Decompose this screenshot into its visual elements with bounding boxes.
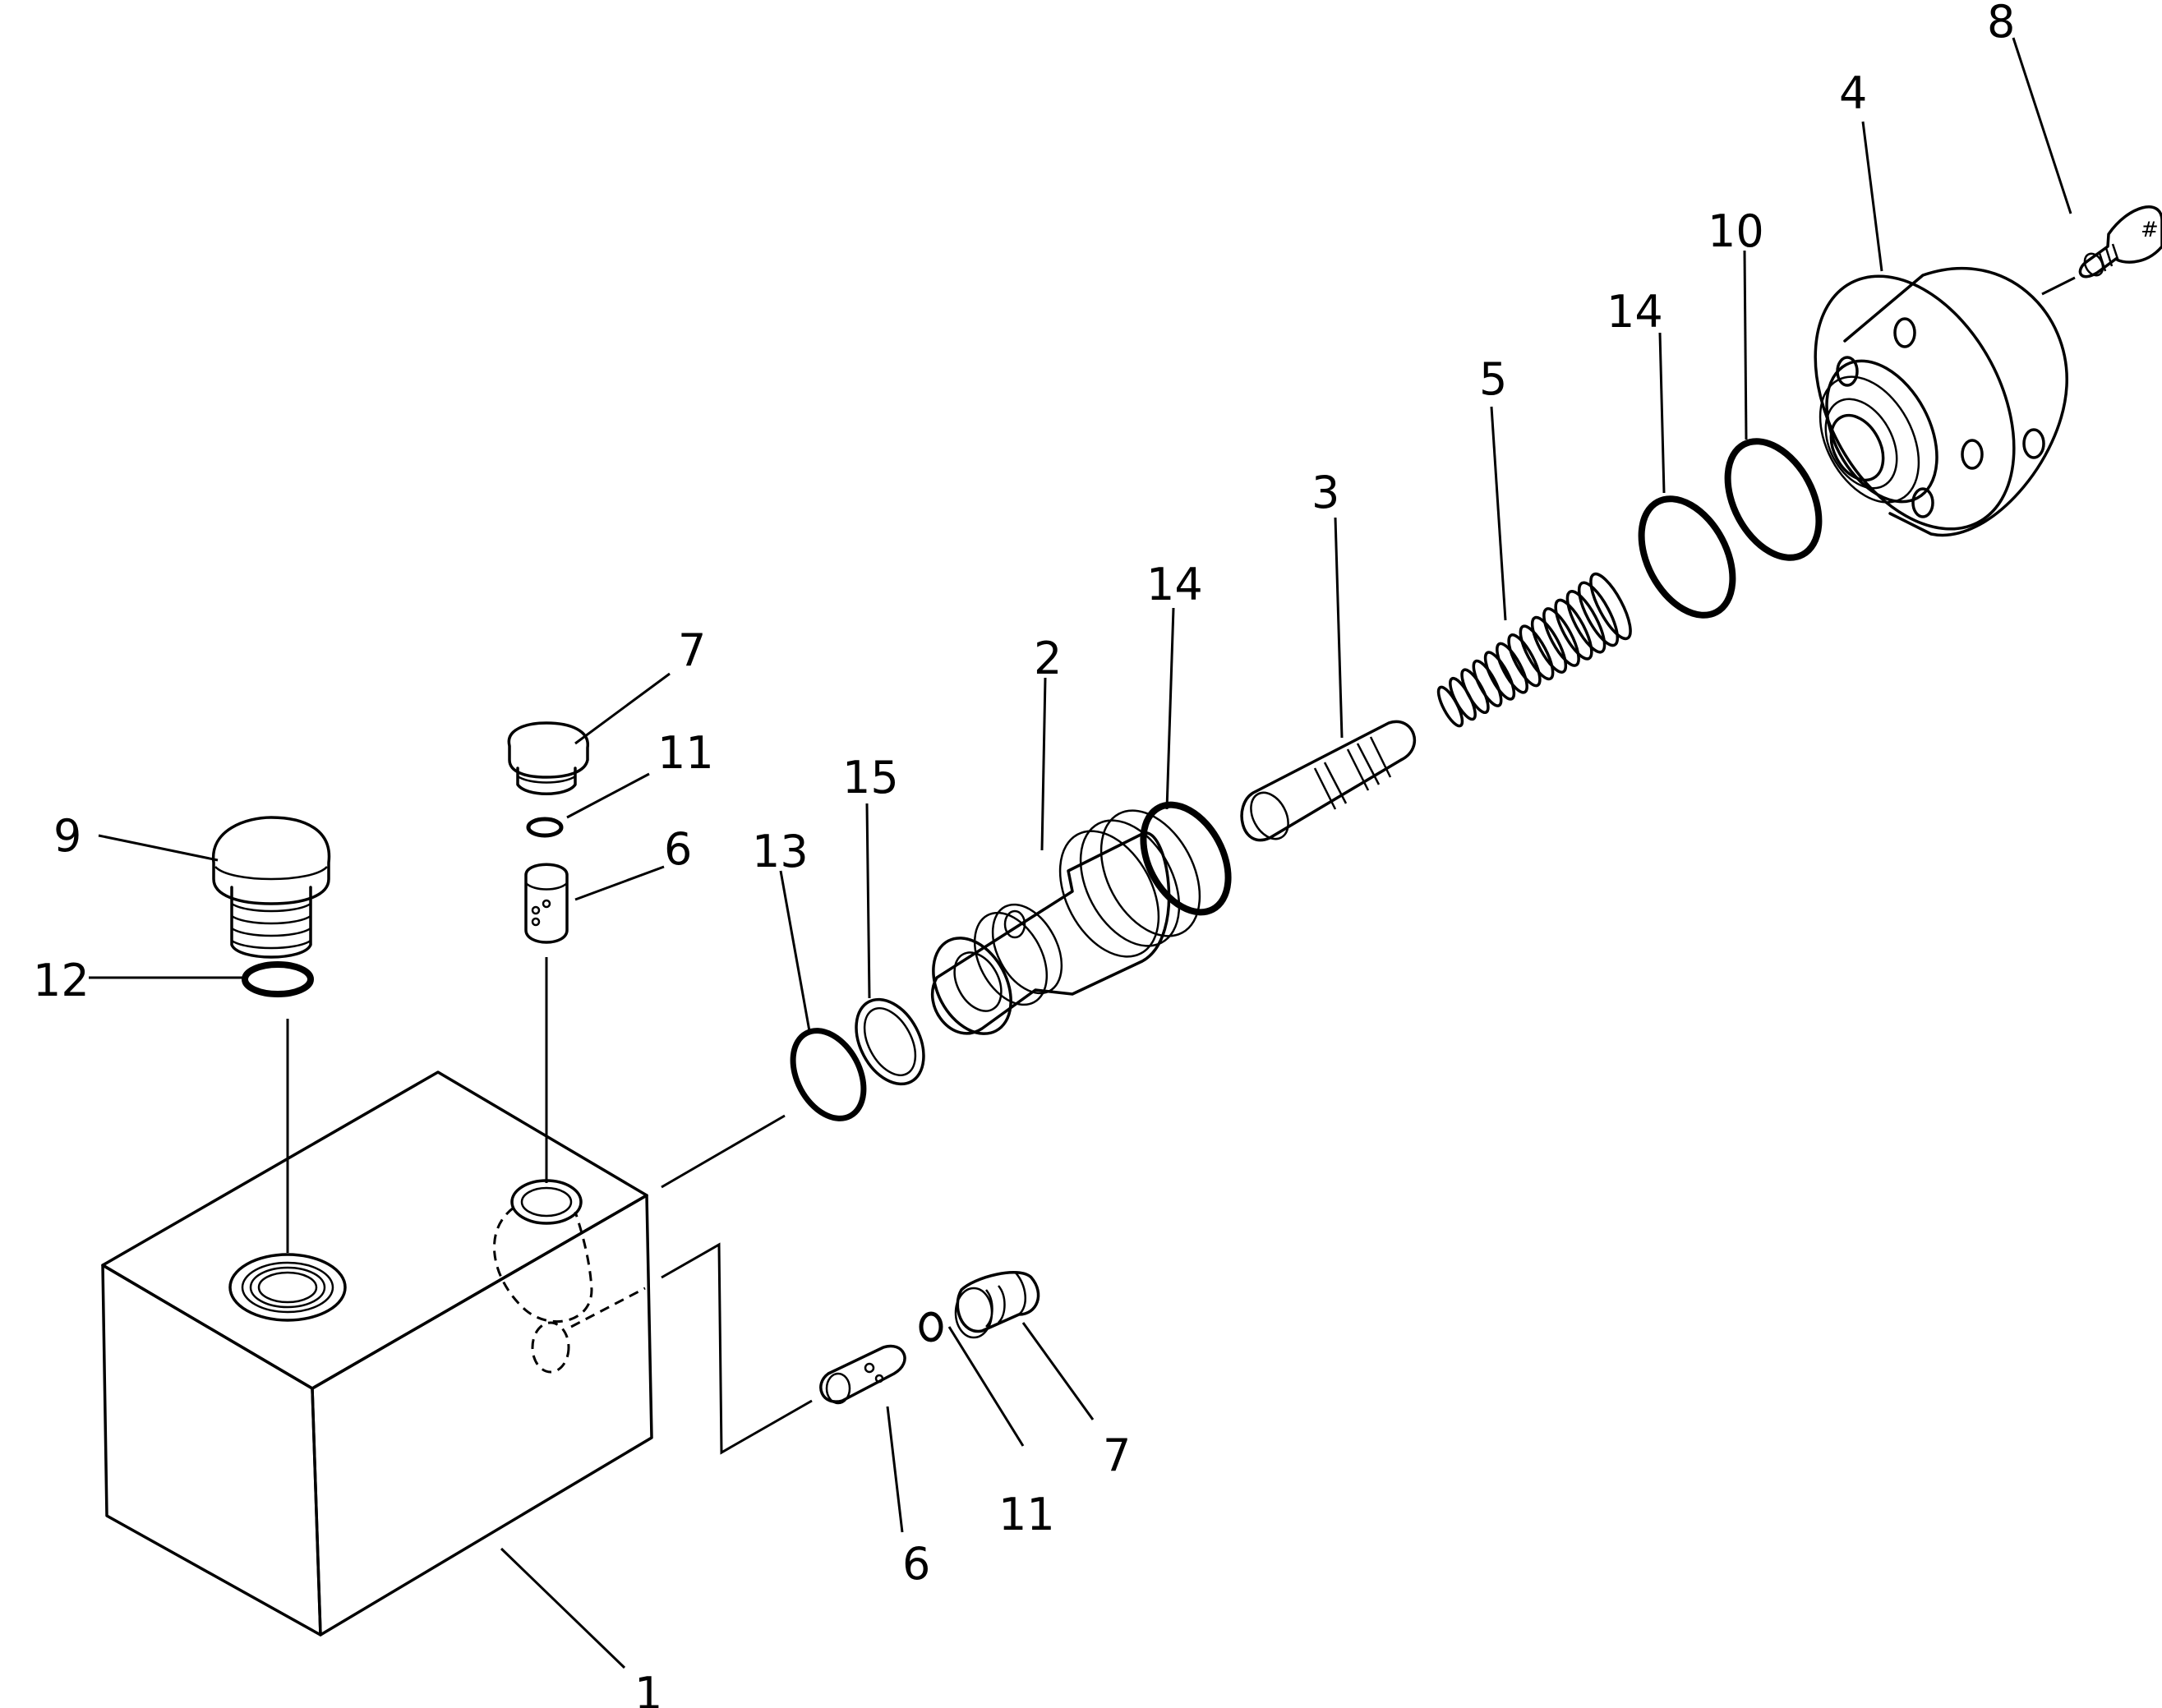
spring-coil xyxy=(1519,624,1555,681)
callout-6-bottom: 6 xyxy=(902,1538,930,1590)
bolt-head-mark: # xyxy=(2141,218,2159,242)
spring-coil xyxy=(1565,590,1607,654)
callout-3: 3 xyxy=(1311,467,1339,518)
orifice-part-6-bottom xyxy=(819,1344,906,1405)
small-plug-part-7-bottom xyxy=(954,1271,1040,1339)
o-ring-part-12 xyxy=(242,961,314,997)
cover-part-4 xyxy=(1814,266,2068,537)
callout-8: 8 xyxy=(1987,0,2015,48)
spring-coil xyxy=(1507,633,1542,688)
backup-ring-part-15 xyxy=(855,997,925,1086)
callout-12: 12 xyxy=(33,955,90,1006)
bolt-part-8: # xyxy=(2078,205,2162,279)
callout-14-center: 14 xyxy=(1146,559,1203,610)
callout-6-top: 6 xyxy=(664,823,692,875)
o-ring-part-14-right xyxy=(1638,495,1736,619)
spring-coil xyxy=(1530,615,1568,674)
callout-11-bottom: 11 xyxy=(998,1489,1055,1540)
spring-coil xyxy=(1483,651,1516,701)
valve-body xyxy=(101,1070,653,1637)
callout-13: 13 xyxy=(752,826,809,877)
spring-coil xyxy=(1472,659,1503,707)
orifice-part-6-top xyxy=(524,863,569,944)
spool-part-3 xyxy=(1240,720,1417,842)
callout-10: 10 xyxy=(1708,205,1764,257)
assembly-lines xyxy=(286,276,2076,1455)
spring-coil xyxy=(1554,598,1593,661)
o-ring-part-10 xyxy=(1724,438,1823,561)
o-ring-part-11-bottom xyxy=(919,1311,943,1342)
callout-9: 9 xyxy=(53,810,81,862)
small-plug-part-7-top xyxy=(507,721,589,795)
spring-coil xyxy=(1589,572,1632,641)
spring-coil xyxy=(1542,607,1580,667)
callout-5: 5 xyxy=(1479,353,1507,405)
o-ring-part-14-center xyxy=(1140,801,1232,916)
callout-11-top: 11 xyxy=(657,727,714,779)
large-plug-part-9 xyxy=(212,816,331,959)
leader-lines xyxy=(89,37,2072,1669)
callout-2: 2 xyxy=(1034,633,1062,684)
callout-15: 15 xyxy=(842,752,899,803)
spring-part-5 xyxy=(1436,572,1632,728)
spring-coil xyxy=(1496,642,1528,694)
o-ring-part-11-top xyxy=(526,817,564,838)
callout-numbers: 1 2 3 4 5 6 6 7 7 8 9 10 11 11 12 13 14 … xyxy=(33,0,2015,1708)
o-ring-part-13 xyxy=(790,1028,867,1121)
callout-4: 4 xyxy=(1839,67,1867,119)
callout-7-top: 7 xyxy=(678,624,706,676)
callout-7-bottom: 7 xyxy=(1103,1429,1131,1481)
callout-1: 1 xyxy=(634,1668,662,1708)
spring-coil xyxy=(1577,581,1620,647)
sleeve-part-2 xyxy=(931,809,1201,1035)
callout-14-right: 14 xyxy=(1607,286,1663,338)
